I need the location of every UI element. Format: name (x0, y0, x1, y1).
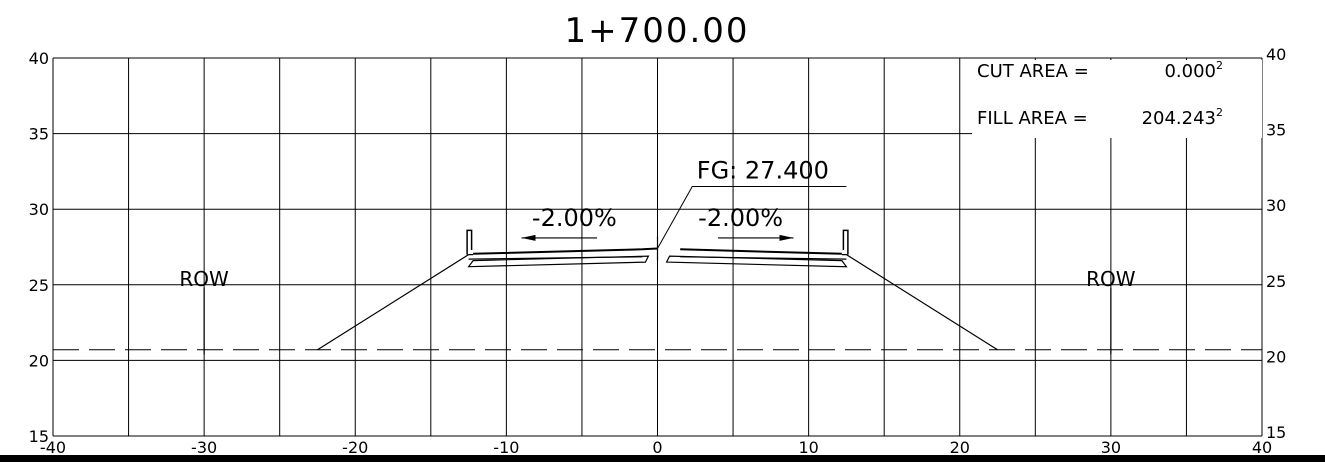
slope-right-arrow (717, 234, 794, 241)
left-curb (466, 229, 473, 255)
fill-area-label: FILL AREA = (977, 108, 1088, 129)
proposed-section (317, 229, 998, 351)
offset-tick-label: 10 (798, 438, 818, 457)
slope-left-label: -2.00% (532, 204, 617, 232)
elevation-tick-left: 35 (29, 125, 49, 144)
arrow-head (779, 234, 794, 241)
area-report-background (972, 60, 1262, 138)
elevation-tick-right: 40 (1266, 45, 1286, 64)
elevation-tick-right: 35 (1266, 121, 1286, 140)
offset-tick-label: -30 (191, 438, 217, 457)
slope-right-label: -2.00% (698, 204, 783, 232)
right-curb (842, 229, 849, 255)
elevation-tick-left: 25 (29, 276, 49, 295)
bottom-border (0, 455, 1325, 462)
offset-tick-label: 20 (950, 438, 970, 457)
row-left-label: ROW (179, 267, 229, 291)
cut-area-unit: 2 (1216, 59, 1223, 72)
offset-tick-label: -20 (342, 438, 368, 457)
finish-grade-leader (657, 186, 847, 249)
elevation-tick-right: 15 (1266, 423, 1286, 442)
offset-tick-label: 0 (652, 438, 662, 457)
station-title: 1+700.00 (564, 11, 749, 51)
row-right-label: ROW (1086, 267, 1136, 291)
right-fill-slope (841, 254, 998, 351)
offset-tick-label: -10 (493, 438, 519, 457)
arrow-head (521, 234, 536, 241)
left-pavement-top (473, 247, 658, 255)
offset-tick-label: 40 (1252, 438, 1272, 457)
fill-area-value: 204.2432 (1142, 106, 1223, 129)
right-base-course (665, 255, 848, 268)
offset-tick-label: -40 (40, 438, 66, 457)
elevation-tick-right: 30 (1266, 196, 1286, 215)
fill-area-unit: 2 (1216, 106, 1223, 119)
cut-area-value: 0.0002 (1164, 59, 1223, 82)
elevation-tick-right: 25 (1266, 272, 1286, 291)
elevation-tick-labels: 15 15 20 20 25 25 30 30 35 35 40 40 (29, 45, 1287, 446)
offset-tick-label: 30 (1101, 438, 1121, 457)
elevation-tick-right: 20 (1266, 347, 1286, 366)
elevation-tick-left: 40 (29, 49, 49, 68)
elevation-tick-left: 20 (29, 351, 49, 370)
cut-area-label: CUT AREA = (977, 61, 1089, 82)
slope-left-arrow (521, 234, 598, 241)
elevation-tick-left: 15 (29, 427, 49, 446)
left-fill-slope (317, 254, 474, 351)
offset-tick-labels: -40 -30 -20 -10 0 10 20 30 40 (40, 438, 1272, 457)
left-base-course (467, 255, 650, 268)
finish-grade-label: FG: 27.400 (697, 157, 829, 185)
right-pavement-top (680, 248, 842, 255)
elevation-tick-left: 30 (29, 200, 49, 219)
